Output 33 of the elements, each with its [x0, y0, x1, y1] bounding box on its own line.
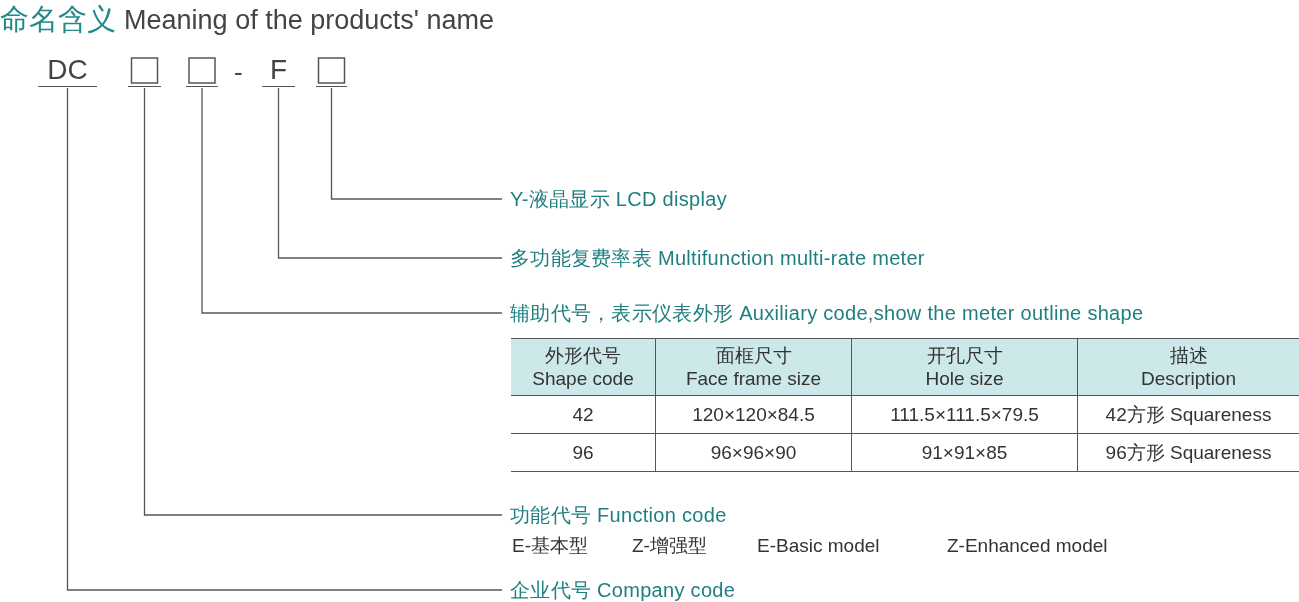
empty-square [316, 54, 347, 87]
empty-square [186, 54, 218, 87]
leader-line [277, 87, 503, 259]
description-text: 企业代号 Company code [510, 578, 736, 602]
empty-square [128, 54, 161, 87]
dash-sign: - [234, 58, 243, 86]
description-text: 功能代号 Function code [510, 503, 727, 527]
table-cell: 96方形 Squareness [1078, 434, 1299, 472]
table-cell: 91×91×85 [852, 434, 1078, 472]
table-cell: 42 [511, 396, 656, 434]
model-note: Z-Enhanced model [947, 534, 1108, 558]
table-header-cell: 开孔尺寸 Hole size [852, 338, 1078, 396]
model-note: E-基本型 [512, 534, 588, 558]
description-text: Y-液晶显示 LCD display [510, 187, 727, 211]
leader-line [201, 87, 503, 314]
code-letters: DC [38, 54, 97, 87]
leader-line [143, 87, 503, 516]
model-note: E-Basic model [757, 534, 880, 558]
table-header-cell: 描述 Description [1078, 338, 1299, 396]
description-text: 多功能复费率表 Multifunction multi-rate meter [510, 246, 925, 270]
leader-line [330, 87, 503, 200]
table-cell: 120×120×84.5 [656, 396, 852, 434]
title: 命名含义 Meaning of the products' name [0, 2, 494, 37]
table-cell: 111.5×111.5×79.5 [852, 396, 1078, 434]
code-letters: F [262, 54, 295, 87]
table-header-cell: 面框尺寸 Face frame size [656, 338, 852, 396]
table-cell: 96×96×90 [656, 434, 852, 472]
description-text: 辅助代号，表示仪表外形 Auxiliary code,show the meter outline shape [510, 301, 1144, 325]
table-cell: 42方形 Squareness [1078, 396, 1299, 434]
leader-line [66, 87, 503, 591]
table-cell: 96 [511, 434, 656, 472]
table-header-cell: 外形代号 Shape code [511, 338, 656, 396]
model-note: Z-增强型 [632, 534, 707, 558]
